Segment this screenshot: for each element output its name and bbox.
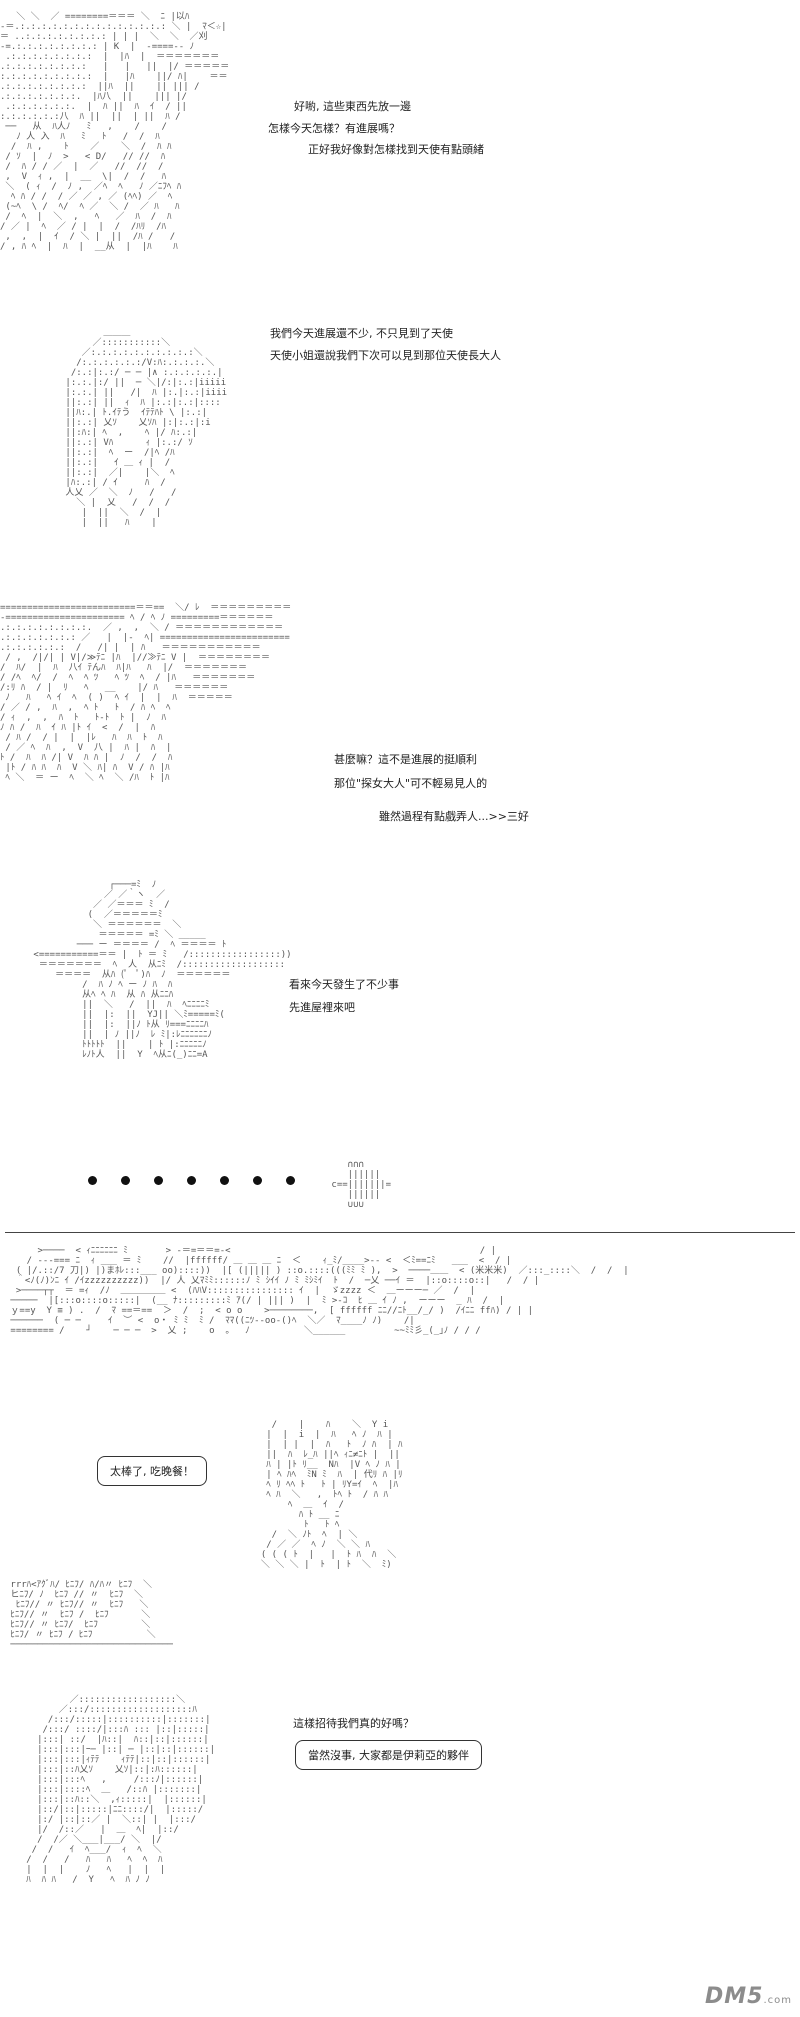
brand-domain: .com xyxy=(763,1995,792,2006)
dialogue-line: 正好我好像對怎樣找到天使有點頭緒 xyxy=(308,143,484,156)
dialogue-line: 那位"探女大人"可不輕易見人的 xyxy=(334,777,488,790)
dot-icon xyxy=(286,1176,295,1185)
dialogue-line: 怎樣今天怎樣？有進展嗎？ xyxy=(268,122,400,135)
panel-3: =========================＝＝== ＼/ ﾚ ＝＝＝＝＝… xyxy=(0,593,800,858)
dot-icon xyxy=(253,1176,262,1185)
panel-6: >──── < ｨﾆﾆﾆﾆﾆﾆ ﾐ > -＝=＝＝=-< / | / ---==… xyxy=(0,1230,800,1660)
ascii-art-character-3: =========================＝＝== ＼/ ﾚ ＝＝＝＝＝… xyxy=(0,603,292,783)
dialogue-line: 好喲, 這些東西先放一邊 xyxy=(294,100,411,113)
ascii-art-dinner-table: >──── < ｨﾆﾆﾆﾆﾆﾆ ﾐ > -＝=＝＝=-< / | / ---==… xyxy=(10,1246,629,1336)
ascii-art-character-7: ／::::::::::::::::::＼ ／:::/::::::::::::::… xyxy=(26,1695,215,1885)
speech-bubble: 太棒了, 吃晚餐！ xyxy=(97,1456,207,1486)
dm5-logo: DM5.com xyxy=(705,1984,792,2009)
ascii-art-flash: ∩∩∩ |||||| c==|||||||= |||||| ∪∪∪ xyxy=(331,1160,392,1210)
brand-name: DM5 xyxy=(704,1984,764,2009)
ascii-art-character-4: ┌───=ﾐ ﾉ ／ ／｀ヽ ／ ／ ／＝＝＝ ﾐ / ( ／＝＝＝＝＝ﾐ ＼ … xyxy=(33,880,292,1060)
dialogue-line: 先進屋裡來吧 xyxy=(289,1001,355,1014)
dot-icon xyxy=(88,1176,97,1185)
ascii-art-character-1: ＼ ＼ ／ ========＝＝＝ ＼ ﾆ |以ﾊ -＝.:.:.:.:.:.:… xyxy=(0,12,230,252)
dialogue-line: 這樣招待我們真的好嗎？ xyxy=(293,1717,414,1730)
dialogue-line: 雖然過程有點戲弄人...>>三好 xyxy=(379,810,529,823)
dialogue-line: 甚麼嘛？這不是進展的挺順利 xyxy=(334,753,477,766)
dialogue-line: 我們今天進展還不少, 不只見到了天使 xyxy=(270,327,453,340)
ascii-art-character-6: / | ﾊ ＼ Y i | | i | ﾊ ﾍ ﾉ ﾊ | | | | | ﾊ … xyxy=(260,1420,403,1570)
speech-bubble: 當然沒事, 大家都是伊莉亞的夥伴 xyxy=(295,1740,482,1770)
panel-4: ┌───=ﾐ ﾉ ／ ／｀ヽ ／ ／ ／＝＝＝ ﾐ / ( ／＝＝＝＝＝ﾐ ＼ … xyxy=(0,870,800,1115)
dot-icon xyxy=(187,1176,196,1185)
panel-1: ＼ ＼ ／ ========＝＝＝ ＼ ﾆ |以ﾊ -＝.:.:.:.:.:.:… xyxy=(0,0,800,295)
dot-icon xyxy=(154,1176,163,1185)
dialogue-line: 天使小姐還說我們下次可以見到那位天使長大人 xyxy=(270,349,501,362)
dot-icon xyxy=(220,1176,229,1185)
dialogue-line: 看來今天發生了不少事 xyxy=(289,978,399,991)
divider xyxy=(5,1232,795,1233)
ascii-art-plates: rrrﾊ<ｱｸﾞﾊ/ ﾋﾆﾌ/ ﾊ/ﾊ〃 ﾋﾆﾌ ＼ ヒﾆﾌ/ ﾉ ﾋﾆﾌ //… xyxy=(10,1580,173,1650)
panel-5-ellipsis: ∩∩∩ |||||| c==|||||||= |||||| ∪∪∪ xyxy=(0,1150,800,1210)
ascii-art-character-2: ＿＿＿ ／:::::::::::＼ ／:.:.:.:.:.:.:.:.:.:＼ … xyxy=(65,328,228,528)
ellipsis-dots xyxy=(88,1176,295,1185)
panel-7: ／::::::::::::::::::＼ ／:::/::::::::::::::… xyxy=(0,1685,800,2015)
panel-2: ＿＿＿ ／:::::::::::＼ ／:.:.:.:.:.:.:.:.:.:＼ … xyxy=(0,318,800,578)
dot-icon xyxy=(121,1176,130,1185)
